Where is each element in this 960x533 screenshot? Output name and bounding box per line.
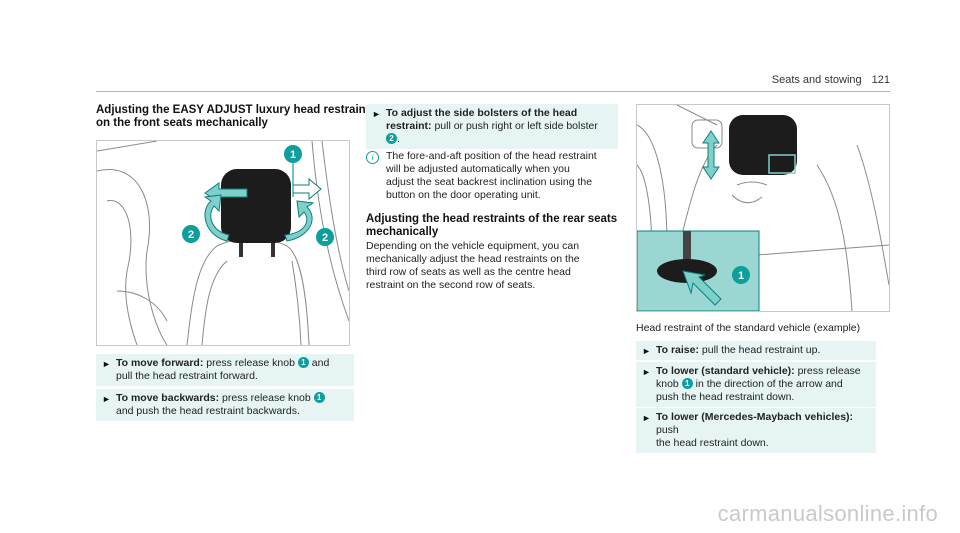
step-arrow-icon: ► [372, 109, 381, 119]
figure-caption: Head restraint of the standard vehicle (… [636, 322, 861, 334]
page-number: 121 [871, 74, 890, 86]
front-headrest-illustration: 1 2 2 [97, 141, 349, 345]
watermark: carmanualsonline.info [717, 501, 938, 526]
ref-badge: 1 [313, 392, 325, 403]
callout-1: 1 [290, 149, 296, 161]
step-label: To lower (standard vehicle): [656, 365, 795, 377]
rear-headrest-shape [729, 115, 797, 175]
step-label: To move backwards: [116, 392, 220, 404]
step-arrow-icon: ► [642, 413, 651, 423]
step-label: To move forward: [116, 357, 204, 369]
step-raise: ► To raise: pull the head restraint up. [636, 341, 876, 360]
step-label: To adjust the side bolsters of the head [386, 107, 578, 119]
headrest-shape [221, 169, 291, 243]
info-icon: i [366, 151, 379, 164]
step-move-forward: ► To move forward: press release knob 1 … [96, 354, 354, 386]
step-side-bolsters: ► To adjust the side bolsters of the hea… [366, 104, 618, 149]
arrow-backward-icon [292, 177, 322, 201]
info-note: i The fore-and-aft position of the head … [366, 150, 618, 202]
bolster-arrow-right-icon [284, 200, 315, 242]
callout-2-left-badge [182, 225, 200, 243]
step-arrow-icon: ► [102, 359, 111, 369]
rear-headrest-figure: 1 [636, 104, 890, 312]
ref-badge: 1 [297, 357, 309, 368]
callout-2-left: 2 [188, 229, 194, 241]
section-heading-rear: Adjusting the head restraints of the rea… [366, 213, 618, 238]
step-lower-maybach: ► To lower (Mercedes-Maybach vehicles): … [636, 408, 876, 453]
step-arrow-icon: ► [642, 346, 651, 356]
step-lower-standard: ► To lower (standard vehicle): press rel… [636, 362, 876, 407]
section-heading-front: Adjusting the EASY ADJUST luxury head re… [96, 104, 376, 130]
front-headrest-figure: 1 2 2 [96, 140, 350, 346]
heading-line: on the front seats mechanically [96, 117, 268, 129]
callout-1-badge [284, 145, 302, 163]
rear-paragraph: Depending on the vehicle equipment, you … [366, 240, 580, 291]
callout-1: 1 [738, 270, 744, 282]
ref-badge: 1 [681, 378, 693, 389]
section-title: Seats and stowing [771, 74, 862, 86]
step-arrow-icon: ► [642, 367, 651, 377]
raise-lower-arrow-icon [702, 130, 720, 180]
ref-badge: 2 [386, 133, 397, 144]
callout-2-right-badge [316, 228, 334, 246]
step-label: To raise: [656, 344, 699, 356]
bolster-arrow-left-icon [203, 194, 230, 242]
step-label: To lower (Mercedes-Maybach vehicles): [656, 411, 854, 423]
press-arrow-icon [682, 270, 722, 306]
rear-headrest-illustration: 1 [637, 105, 889, 311]
header-rule [96, 91, 890, 92]
callout-1-badge [732, 266, 750, 284]
step-move-backwards: ► To move backwards: press release knob … [96, 389, 354, 421]
step-arrow-icon: ► [102, 394, 111, 404]
heading-line: Adjusting the EASY ADJUST luxury head re… [96, 104, 376, 116]
running-header: Seats and stowing 121 [772, 74, 890, 86]
callout-2-right: 2 [322, 232, 328, 244]
